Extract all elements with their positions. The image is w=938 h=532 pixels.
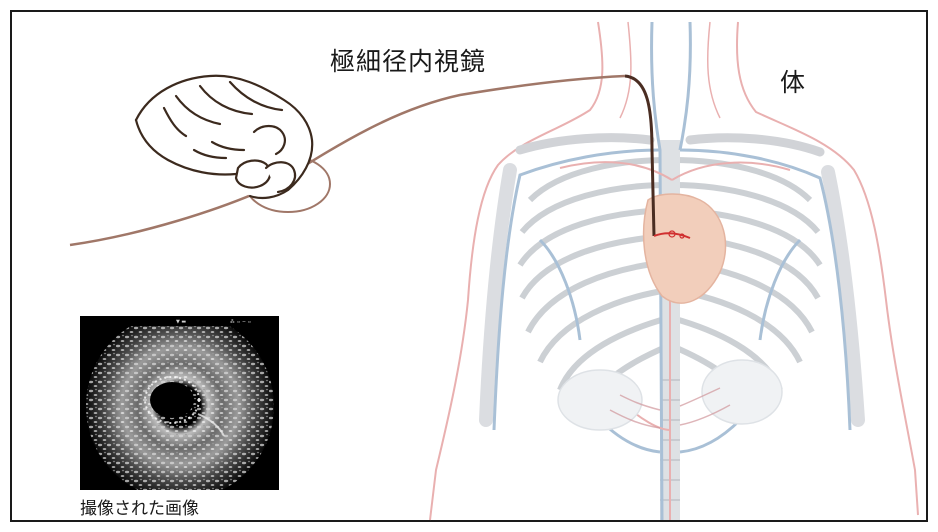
ultrasound-image: ▼ ▬ ⁂ ▭ ⋯ ▭ [80, 316, 279, 490]
body-label: 体 [780, 63, 805, 99]
neck-outline [620, 22, 720, 118]
body-outline-right [737, 22, 918, 515]
human-torso-illustration [430, 22, 918, 520]
vessel-lumen [150, 382, 194, 418]
right-humerus [828, 172, 858, 420]
svg-text:▼ ▬: ▼ ▬ [176, 319, 186, 325]
captured-image-label: 撮像された画像 [80, 494, 199, 519]
left-clavicle [520, 138, 650, 150]
endoscope-label: 極細径内視鏡 [330, 42, 486, 78]
left-humerus [486, 170, 510, 420]
ultrasound-image-graphic: ▼ ▬ ⁂ ▭ ⋯ ▭ [80, 316, 279, 490]
svg-text:⁂ ▭ ⋯ ▭: ⁂ ▭ ⋯ ▭ [230, 319, 251, 325]
heart [644, 194, 726, 303]
hand-holding-catheter [136, 76, 312, 198]
